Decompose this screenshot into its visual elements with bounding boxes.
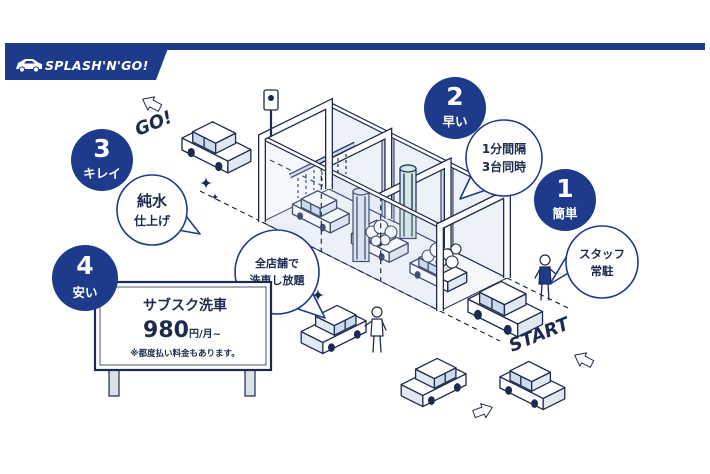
bubble-line: 全店舗で	[254, 256, 299, 270]
feature-title: キレイ	[83, 166, 121, 181]
pure-water-shower	[288, 141, 357, 198]
entry-lane-line-near	[439, 310, 501, 342]
signboard-note: ※都度払い料金もあります。	[130, 348, 239, 359]
signboard-panel	[93, 280, 273, 372]
feature-badge	[424, 77, 486, 139]
bubble-line: 3台同時	[482, 159, 526, 174]
signboard: サブスク洗車 980円/月~ ※都度払い料金もあります。	[93, 280, 273, 397]
feature-badge	[534, 169, 596, 231]
building-front-glass	[262, 137, 440, 311]
exit-lane-line-far	[269, 159, 330, 190]
signboard-post	[108, 368, 120, 397]
lane-markings	[199, 159, 571, 342]
front-bottom-edge	[261, 221, 441, 312]
feature-number: 3	[93, 134, 110, 163]
feature-2: 1分間隔 3台同時 2 早い	[424, 77, 543, 200]
feature-number: 2	[446, 82, 463, 111]
staff-person-icon	[534, 254, 558, 301]
entry-lane-line-far	[506, 277, 571, 310]
feature-4: 全店舗で 洗車し放題 サブスク洗車 980円/月~ ※都度払い料金もあります。 …	[52, 229, 326, 397]
parked-car	[400, 357, 467, 408]
signboard-price: 980	[143, 318, 189, 343]
logo-text: SPLASH'N'GO!	[45, 58, 149, 73]
parked-car	[499, 360, 566, 411]
exit-label: GO!	[132, 107, 175, 141]
signboard-post	[244, 368, 256, 397]
signboard-inner-frame	[99, 286, 267, 366]
feature-title: 早い	[442, 114, 467, 129]
exit-lane-line-near	[199, 190, 263, 223]
entry-frame	[437, 188, 510, 311]
bubble-line: 仕上げ	[133, 213, 171, 228]
feature-3: 純水 仕上げ 3 キレイ	[71, 129, 201, 246]
customer-person-icon	[364, 306, 387, 353]
signboard-price-line: 980円/月~	[143, 318, 221, 343]
arrow-icon	[570, 347, 596, 372]
header-stripe	[5, 43, 705, 50]
bubble-line: 1分間隔	[482, 141, 526, 156]
front-top-beam	[261, 135, 441, 228]
feature-1: 1 簡単 スタッフ 常駐	[534, 169, 639, 299]
camera-icon	[264, 90, 278, 138]
bubble-line: 純水	[137, 192, 168, 210]
feature-number: 4	[76, 251, 93, 280]
feature-badge	[71, 129, 133, 191]
signboard-price-unit: 円/月~	[189, 328, 221, 340]
feature-bubble: 純水 仕上げ	[116, 174, 201, 246]
feature-badge	[52, 245, 118, 311]
sparkle-icon	[199, 176, 213, 190]
logo-panel	[5, 43, 170, 80]
exit-frame	[259, 99, 332, 222]
feature-title: 安い	[72, 285, 97, 300]
arrow-icon	[470, 399, 496, 422]
feature-bubble: 1分間隔 3台同時	[459, 119, 543, 200]
brush-icon	[399, 164, 417, 240]
car-wash-building	[258, 97, 511, 312]
bubble-line: スタッフ	[579, 247, 625, 261]
feature-title: 簡単	[552, 206, 578, 221]
exiting-car	[181, 121, 252, 174]
header-bar: SPLASH'N'GO!	[5, 43, 705, 80]
bubble-line: 常駐	[591, 264, 614, 278]
feature-number: 1	[556, 174, 573, 203]
car-icon	[16, 59, 42, 73]
feature-bubble: スタッフ 常駐	[549, 225, 639, 299]
signboard-title: サブスク洗車	[143, 297, 227, 314]
